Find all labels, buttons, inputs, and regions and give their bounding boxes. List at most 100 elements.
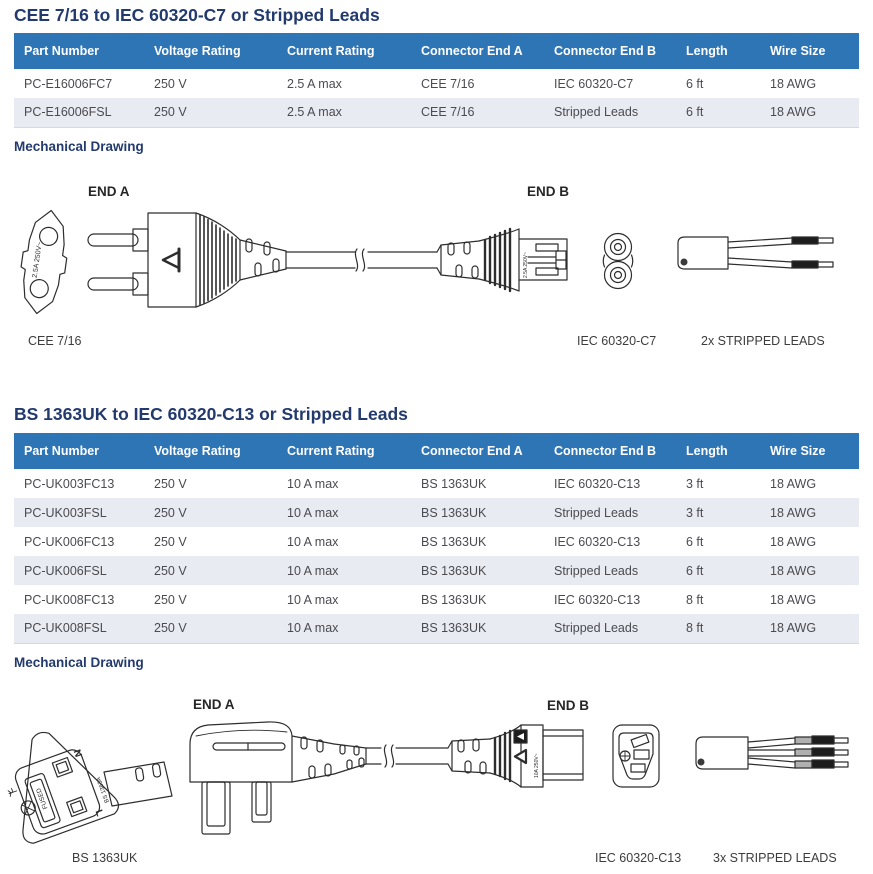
table-cell: 2.5 A max bbox=[277, 69, 411, 98]
caption-cee716: CEE 7/16 bbox=[28, 334, 82, 348]
table-cell: 10 A max bbox=[277, 469, 411, 498]
table-cell: 250 V bbox=[144, 98, 277, 128]
table-cell: 6 ft bbox=[676, 98, 760, 128]
end-a-label: END A bbox=[88, 184, 130, 199]
table-row: PC-UK006FSL 250 V 10 A max BS 1363UK Str… bbox=[14, 556, 859, 585]
table-cell: Stripped Leads bbox=[544, 614, 676, 644]
mechanical-drawing-cee716-to-c7: 2.5A 250V~ bbox=[20, 209, 834, 315]
column-header: Connector End A bbox=[411, 33, 544, 69]
table-cell: BS 1363UK bbox=[411, 469, 544, 498]
table-cell: 18 AWG bbox=[760, 527, 859, 556]
mechanical-drawing-heading: Mechanical Drawing bbox=[14, 139, 144, 154]
caption-stripped-2x: 2x STRIPPED LEADS bbox=[701, 334, 825, 348]
neutral-marking: N bbox=[71, 748, 84, 759]
table-cell: 6 ft bbox=[676, 527, 760, 556]
table-cell: IEC 60320-C7 bbox=[544, 69, 676, 98]
table-cell: 250 V bbox=[144, 527, 277, 556]
table-cell: 10 A max bbox=[277, 585, 411, 614]
table-cell: PC-E16006FSL bbox=[14, 98, 144, 128]
table-cell: 18 AWG bbox=[760, 69, 859, 98]
table-cell: IEC 60320-C13 bbox=[544, 469, 676, 498]
column-header: Wire Size bbox=[760, 433, 859, 469]
cee716-plug-side-drawing bbox=[87, 212, 287, 308]
c7-ribs bbox=[483, 227, 512, 293]
table-cell: CEE 7/16 bbox=[411, 69, 544, 98]
table-cell: Stripped Leads bbox=[544, 556, 676, 585]
c7-connector-side-drawing: 2.5A 250V~ bbox=[436, 227, 568, 293]
fuse-marking: FUSED bbox=[35, 787, 49, 810]
table-cell: 3 ft bbox=[676, 498, 760, 527]
stripped-leads-3x-drawing bbox=[695, 735, 849, 770]
caption-c13: IEC 60320-C13 bbox=[595, 851, 682, 865]
table-cell: PC-UK006FSL bbox=[14, 556, 144, 585]
column-header: Current Rating bbox=[277, 33, 411, 69]
table-cell: 10 A max bbox=[277, 527, 411, 556]
column-header: Voltage Rating bbox=[144, 433, 277, 469]
table-cell: 250 V bbox=[144, 469, 277, 498]
table-cell: Stripped Leads bbox=[544, 98, 676, 128]
c13-face-drawing bbox=[612, 724, 660, 788]
column-header: Wire Size bbox=[760, 33, 859, 69]
caption-c7: IEC 60320-C7 bbox=[577, 334, 657, 348]
bs1363-plug-side-drawing bbox=[189, 721, 367, 835]
live-marking: L bbox=[93, 808, 105, 818]
table-cell: PC-UK008FSL bbox=[14, 614, 144, 644]
column-header: Length bbox=[676, 33, 760, 69]
table-cell: BS 1363UK bbox=[411, 614, 544, 644]
stripped-leads-2x-drawing bbox=[677, 236, 834, 270]
table-cell: 3 ft bbox=[676, 469, 760, 498]
table-row: PC-UK008FSL 250 V 10 A max BS 1363UK Str… bbox=[14, 614, 859, 644]
mechanical-drawing-bs1363-to-c13: FUSED N L BS 1363A bbox=[7, 721, 849, 844]
c13-ribs bbox=[493, 729, 512, 783]
table-cell: PC-UK006FC13 bbox=[14, 527, 144, 556]
table-cell: 250 V bbox=[144, 585, 277, 614]
column-header: Connector End A bbox=[411, 433, 544, 469]
table-row: PC-E16006FC7 250 V 2.5 A max CEE 7/16 IE… bbox=[14, 69, 859, 98]
cable-drawing bbox=[285, 248, 438, 272]
table-cell: PC-UK003FC13 bbox=[14, 469, 144, 498]
table-row: PC-UK008FC13 250 V 10 A max BS 1363UK IE… bbox=[14, 585, 859, 614]
c7-body-marking: 2.5A 250V~ bbox=[523, 252, 529, 278]
end-a-label: END A bbox=[193, 697, 235, 712]
column-header: Connector End B bbox=[544, 33, 676, 69]
end-b-label: END B bbox=[527, 184, 570, 199]
table-cell: 250 V bbox=[144, 614, 277, 644]
c7-face-drawing bbox=[602, 232, 634, 290]
table-row: PC-UK003FC13 250 V 10 A max BS 1363UK IE… bbox=[14, 469, 859, 498]
table-cell: 18 AWG bbox=[760, 585, 859, 614]
cee716-face-drawing: 2.5A 250V~ bbox=[20, 209, 68, 315]
spec-table-cee716: Part Number Voltage Rating Current Ratin… bbox=[14, 33, 859, 128]
ribbed-cone-hatch bbox=[199, 214, 237, 306]
table-cell: BS 1363UK bbox=[411, 498, 544, 527]
table-cell: 18 AWG bbox=[760, 614, 859, 644]
column-header: Part Number bbox=[14, 433, 144, 469]
table-cell: 18 AWG bbox=[760, 98, 859, 128]
table-cell: CEE 7/16 bbox=[411, 98, 544, 128]
spec-table-bs1363: Part Number Voltage Rating Current Ratin… bbox=[14, 433, 859, 644]
table-cell: 2.5 A max bbox=[277, 98, 411, 128]
table-cell: 250 V bbox=[144, 498, 277, 527]
table-cell: 10 A max bbox=[277, 614, 411, 644]
column-header: Current Rating bbox=[277, 433, 411, 469]
mechanical-drawing-heading: Mechanical Drawing bbox=[14, 655, 144, 670]
column-header: Connector End B bbox=[544, 433, 676, 469]
table-cell: 18 AWG bbox=[760, 556, 859, 585]
table-cell: 10 A max bbox=[277, 556, 411, 585]
bs1363-cable-exit-drawing bbox=[103, 761, 173, 807]
bs1363-face-drawing: FUSED N L BS 1363A bbox=[7, 731, 120, 844]
table-cell: 6 ft bbox=[676, 556, 760, 585]
cee716-face-marking: 2.5A 250V~ bbox=[32, 241, 44, 278]
table-cell: IEC 60320-C13 bbox=[544, 585, 676, 614]
table-cell: BS 1363UK bbox=[411, 556, 544, 585]
table-cell: 18 AWG bbox=[760, 469, 859, 498]
table-header-row: Part Number Voltage Rating Current Ratin… bbox=[14, 33, 859, 69]
table-header-row: Part Number Voltage Rating Current Ratin… bbox=[14, 433, 859, 469]
table-cell: PC-E16006FC7 bbox=[14, 69, 144, 98]
column-header: Length bbox=[676, 433, 760, 469]
c13-connector-side-drawing: 10A 250V~ bbox=[447, 724, 584, 788]
table-cell: BS 1363UK bbox=[411, 527, 544, 556]
table-cell: Stripped Leads bbox=[544, 498, 676, 527]
table-cell: 18 AWG bbox=[760, 498, 859, 527]
section-title-cee716: CEE 7/16 to IEC 60320-C7 or Stripped Lea… bbox=[14, 5, 380, 25]
